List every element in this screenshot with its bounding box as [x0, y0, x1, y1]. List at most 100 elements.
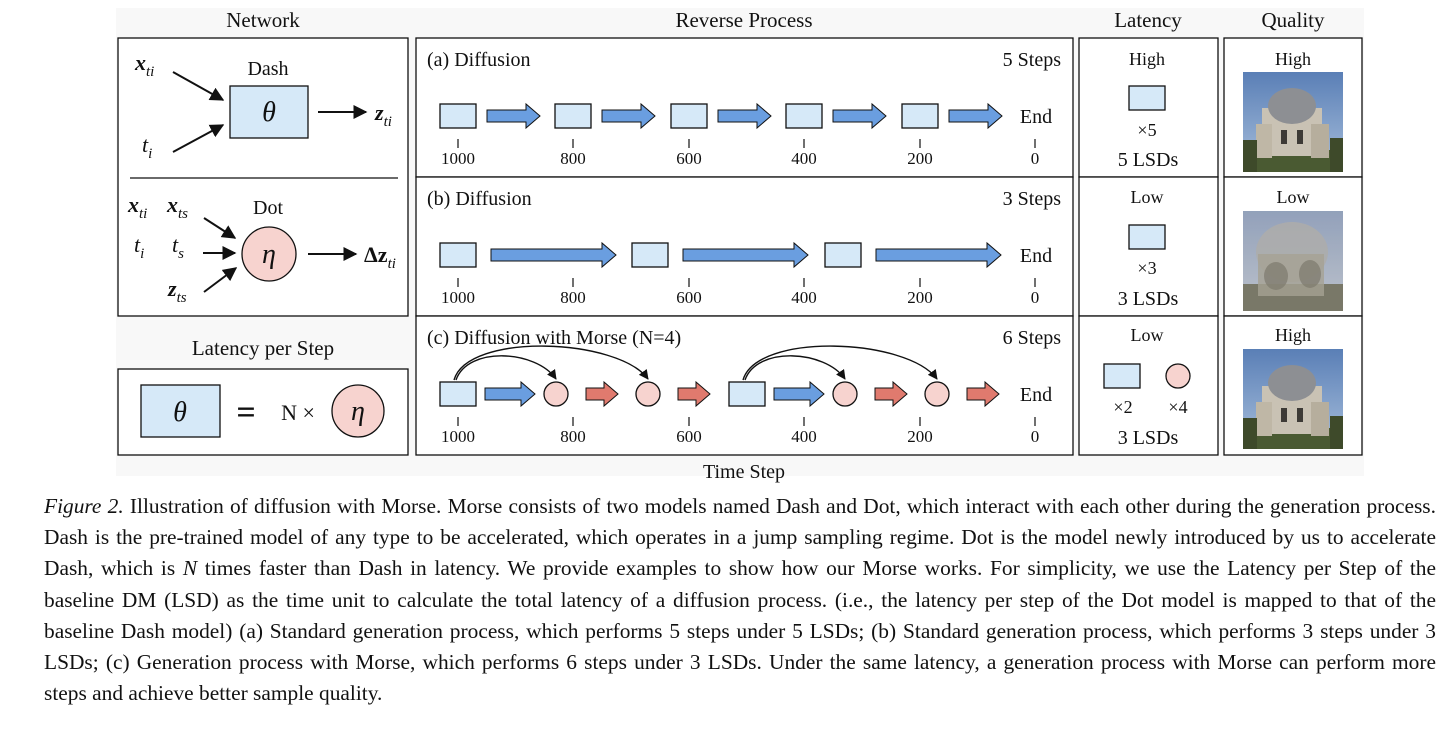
tick-label-a-200: 200 [907, 149, 933, 168]
dash-step-square-b-1 [439, 242, 477, 268]
dot-eta-symbol: η [262, 239, 276, 270]
dot-input-ti: ti [134, 232, 144, 262]
caption-label: Figure 2. [44, 494, 124, 518]
dash-step-square-c-2 [728, 381, 766, 407]
end-label-b: End [1020, 245, 1052, 267]
dash-step-square-a-2 [554, 103, 592, 129]
tick-label-a-0: 0 [1031, 149, 1040, 168]
tick-label-a-800: 800 [560, 149, 586, 168]
tick-label-b-0: 0 [1031, 288, 1040, 307]
dash-arrow-a-2 [601, 102, 656, 130]
caption-text-1: Illustration of diffusion with Morse. Mo… [44, 494, 1436, 581]
dash-input-arrow-t [172, 124, 225, 153]
skip-arc-c-2 [453, 345, 649, 381]
latency-per-step-title: Latency per Step [192, 336, 334, 360]
caption-n-variable: N [182, 556, 198, 581]
dot-label: Dot [253, 197, 283, 219]
dot-arrow-c-4 [966, 380, 1000, 408]
lps-dot-circle [331, 384, 385, 438]
latency-dash-icon-a [1128, 85, 1166, 111]
tick-label-c-1000: 1000 [441, 427, 475, 446]
dash-model-box [229, 85, 309, 139]
latency-level-a: High [1129, 49, 1165, 69]
dot-step-circle-c-1 [543, 381, 569, 407]
dot-step-circle-c-3 [832, 381, 858, 407]
quality-level-b: Low [1277, 187, 1310, 207]
dash-step-square-a-3 [670, 103, 708, 129]
dash-step-square-b-3 [824, 242, 862, 268]
latency-panel-c [1078, 315, 1219, 456]
latency-lsds-b: 3 LSDs [1118, 288, 1179, 310]
dash-arrow-b-3 [875, 241, 1002, 269]
latency-lsds-a: 5 LSDs [1118, 149, 1179, 171]
header-reverse-process: Reverse Process [675, 8, 812, 32]
dash-arrow-a-4 [832, 102, 887, 130]
tick-label-a-1000: 1000 [441, 149, 475, 168]
dash-step-square-c-1 [439, 381, 477, 407]
dot-input-arrow-zs [203, 267, 238, 293]
dash-arrow-c-2 [773, 380, 825, 408]
tick-label-b-600: 600 [676, 288, 702, 307]
dash-arrow-b-2 [682, 241, 809, 269]
building-photo-blurry-b [1243, 211, 1343, 311]
building-photo-sharp-a [1243, 72, 1343, 172]
row-steps-b: 3 Steps [1003, 188, 1062, 210]
row-title-a: (a) Diffusion [427, 49, 531, 71]
dash-step-square-a-5 [901, 103, 939, 129]
latency-multiplier-b: ×3 [1137, 258, 1156, 278]
tick-label-c-200: 200 [907, 427, 933, 446]
header-latency: Latency [1114, 8, 1182, 32]
lps-eta-symbol: η [351, 396, 365, 427]
dash-arrow-a-1 [486, 102, 541, 130]
dash-input-arrow-x [172, 71, 225, 101]
dash-step-square-a-1 [439, 103, 477, 129]
row-c: (c) Diffusion with Morse (N=4) 6 Steps 100… [415, 315, 1074, 456]
dash-step-square-a-4 [785, 103, 823, 129]
header-quality: Quality [1262, 8, 1325, 32]
dot-output-dz: Δzti [364, 242, 396, 272]
dot-input-zs: zts [167, 276, 187, 306]
tick-label-a-400: 400 [791, 149, 817, 168]
tick-label-b-1000: 1000 [441, 288, 475, 307]
latency-dash-icon-c [1103, 363, 1141, 389]
latency-level-b: Low [1131, 187, 1164, 207]
latency-multiplier-dot-c: ×4 [1168, 397, 1187, 417]
tick-label-c-0: 0 [1031, 427, 1040, 446]
latency-multiplier-dash-c: ×2 [1113, 397, 1132, 417]
lps-dash-box [140, 384, 221, 438]
row-steps-c: 6 Steps [1003, 327, 1062, 349]
dot-step-circle-c-4 [924, 381, 950, 407]
dot-input-ts: ts [172, 232, 184, 262]
dash-output-z: zti [374, 100, 392, 130]
latency-multiplier-a: ×5 [1137, 120, 1156, 140]
caption-text-2: times faster than Dash in latency. We pr… [44, 556, 1436, 706]
lps-n-times: N × [281, 400, 315, 425]
figure-diagram: Network Reverse Process Latency Quality … [116, 8, 1364, 483]
dot-arrow-c-1 [585, 380, 619, 408]
tick-label-c-800: 800 [560, 427, 586, 446]
end-label-c: End [1020, 384, 1052, 406]
dot-arrow-c-3 [874, 380, 908, 408]
dot-input-xi: xti [127, 192, 147, 222]
latency-lsds-c: 3 LSDs [1118, 427, 1179, 449]
tick-label-b-200: 200 [907, 288, 933, 307]
latency-dot-icon-c [1165, 363, 1191, 389]
tick-label-c-400: 400 [791, 427, 817, 446]
lps-theta-symbol: θ [173, 397, 187, 428]
header-network: Network [226, 8, 300, 32]
dash-arrow-a-5 [948, 102, 1003, 130]
skip-arc-c-3 [744, 355, 846, 381]
dot-arrow-c-2 [677, 380, 711, 408]
skip-arc-c-1 [455, 355, 557, 381]
x-axis-label: Time Step [703, 461, 785, 483]
row-title-c: (c) Diffusion with Morse (N=4) [427, 327, 681, 349]
end-label-a: End [1020, 106, 1052, 128]
lps-equals: = [236, 394, 255, 431]
row-title-b: (b) Diffusion [427, 188, 532, 210]
dot-input-xs: xts [166, 192, 188, 222]
dash-input-t: ti [142, 132, 152, 162]
dash-step-square-b-2 [631, 242, 669, 268]
